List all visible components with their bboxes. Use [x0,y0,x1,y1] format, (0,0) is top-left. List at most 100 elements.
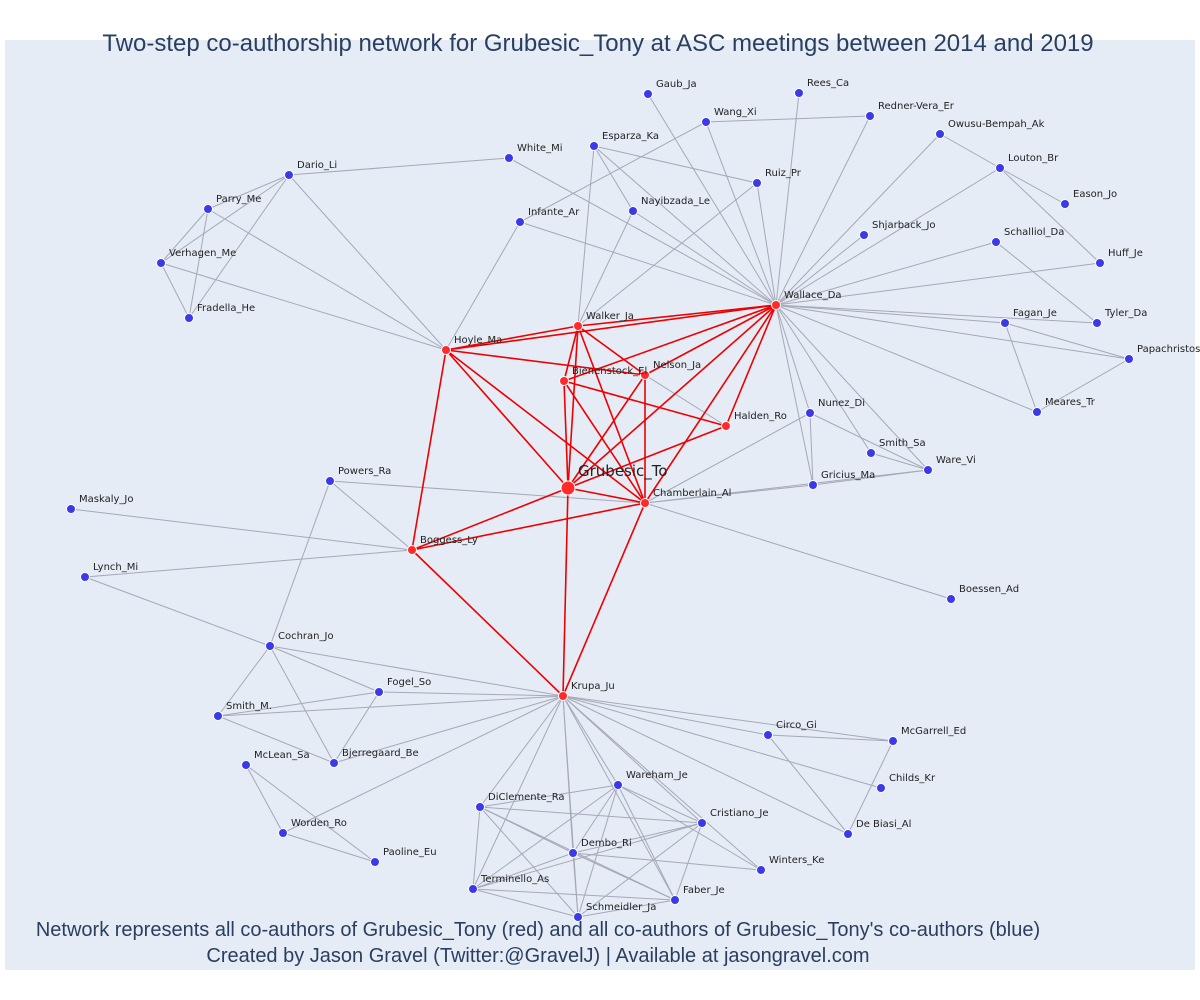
node-label-lynch-mi: Lynch_Mi [93,562,138,573]
gray-edge-dario-li-hoyle-ma [288,174,447,351]
node-mcgarrell-ed[interactable] [888,736,898,746]
node-walker-ja[interactable] [573,321,583,331]
node-label-parry-me: Parry_Me [216,194,261,205]
node-powers-ra[interactable] [325,476,335,486]
node-label-dario-li: Dario_Li [297,160,337,171]
gray-edge-krupa-ju-de-biasi-al [562,695,849,835]
node-ware-vi[interactable] [923,465,933,475]
node-wallace-da[interactable] [771,300,781,310]
gray-edge-smith-m-fogel-so [217,691,380,717]
gray-edge-cochran-jo-smith-m [217,645,271,717]
node-boggess-ly[interactable] [407,545,417,555]
node-label-gaub-ja: Gaub_Ja [656,79,697,90]
node-white-mi[interactable] [504,153,514,163]
node-esparza-ka[interactable] [589,141,599,151]
red-edge-hoyle-ma-nelson-ja [445,349,646,376]
node-label-mclean-sa: McLean_Sa [254,750,310,761]
node-paoline-eu[interactable] [370,857,380,867]
node-label-nunez-di: Nunez_Di [818,398,865,409]
node-hoyle-ma[interactable] [441,345,451,355]
node-label-dembo-ri: Dembo_Ri [581,838,632,849]
node-label-ruiz-pr: Ruiz_Pr [765,168,802,179]
gray-edge-wallace-da-redner-vera-er [775,115,871,306]
gray-edge-cochran-jo-krupa-ju [269,645,564,697]
node-wang-xi[interactable] [701,117,711,127]
gray-edge-cochran-jo-bjerregaard-be [269,645,335,764]
node-halden-ro[interactable] [721,421,731,431]
node-louton-br[interactable] [995,163,1005,173]
node-fradella-he[interactable] [184,313,194,323]
node-infante-ar[interactable] [515,217,525,227]
red-edge-boggess-ly-krupa-ju [411,549,564,697]
node-cochran-jo[interactable] [265,641,275,651]
node-label-schalliol-da: Schalliol_Da [1004,227,1064,238]
node-gricius-ma[interactable] [808,480,818,490]
node-childs-kr[interactable] [876,783,886,793]
node-owusu-bempah-ak[interactable] [935,129,945,139]
gray-edge-wallace-da-white-mi [508,157,777,306]
gray-edge-krupa-ju-worden-ro [282,695,564,834]
node-meares-tr[interactable] [1032,407,1042,417]
node-boessen-ad[interactable] [946,594,956,604]
node-schalliol-da[interactable] [991,237,1001,247]
red-edge-wallace-da-halden-ro [725,304,777,427]
gray-edge-nunez-di-ware-vi [809,412,929,471]
node-wareham-je[interactable] [613,780,623,790]
red-edge-grubesic-to-krupa-ju [562,487,569,697]
node-rees-ca[interactable] [794,88,804,98]
node-cristiano-je[interactable] [697,818,707,828]
node-nelson-ja[interactable] [640,370,650,380]
node-eason-jo[interactable] [1060,199,1070,209]
node-smith-m[interactable] [213,711,223,721]
node-tyler-da[interactable] [1092,318,1102,328]
node-circo-gi[interactable] [763,730,773,740]
node-huff-je[interactable] [1095,258,1105,268]
node-label-cochran-jo: Cochran_Jo [278,631,334,642]
node-fagan-je[interactable] [1000,318,1010,328]
node-winters-ke[interactable] [756,865,766,875]
node-shjarback-jo[interactable] [859,230,869,240]
gray-edge-wallace-da-gaub-ja [647,93,777,306]
node-label-powers-ra: Powers_Ra [338,466,391,477]
gray-edge-mclean-sa-paoline-eu [245,764,376,863]
node-krupa-ju[interactable] [558,691,568,701]
node-label-meares-tr: Meares_Tr [1045,397,1096,408]
node-bienenstock-el[interactable] [559,376,569,386]
node-maskaly-jo[interactable] [66,504,76,514]
node-nayibzada-le[interactable] [628,206,638,216]
node-dario-li[interactable] [284,170,294,180]
node-terminello-as[interactable] [468,884,478,894]
gray-edge-layer [70,92,1130,918]
gray-edge-fogel-so-bjerregaard-be [333,691,380,764]
node-ruiz-pr[interactable] [752,178,762,188]
gray-edge-krupa-ju-bjerregaard-be [333,695,564,764]
red-edge-walker-ja-chamberlain-al [577,325,646,504]
node-verhagen-me[interactable] [156,258,166,268]
node-fogel-so[interactable] [374,687,384,697]
node-lynch-mi[interactable] [80,572,90,582]
node-redner-vera-er[interactable] [865,111,875,121]
node-label-paoline-eu: Paoline_Eu [383,847,437,858]
red-edge-grubesic-to-wallace-da [567,304,777,489]
node-dembo-ri[interactable] [568,848,578,858]
node-diclemente-ra[interactable] [475,802,485,812]
node-papachristos[interactable] [1124,354,1134,364]
node-label-fagan-je: Fagan_Je [1013,308,1057,319]
node-nunez-di[interactable] [805,408,815,418]
node-schmeidler-ja[interactable] [573,912,583,922]
node-parry-me[interactable] [203,204,213,214]
node-gaub-ja[interactable] [643,89,653,99]
gray-edge-esparza-ka-nayibzada-le [593,145,634,212]
gray-edge-diclemente-ra-cristiano-je [479,806,703,824]
node-chamberlain-al[interactable] [640,498,650,508]
node-mclean-sa[interactable] [241,760,251,770]
node-smith-sa[interactable] [866,448,876,458]
node-grubesic-to[interactable] [560,480,576,496]
gray-edge-dembo-ri-faber-je [572,852,676,901]
gray-edge-chamberlain-al-boessen-ad [644,502,952,600]
node-de-biasi-al[interactable] [843,829,853,839]
node-worden-ro[interactable] [278,828,288,838]
node-bjerregaard-be[interactable] [329,758,339,768]
node-faber-je[interactable] [670,895,680,905]
